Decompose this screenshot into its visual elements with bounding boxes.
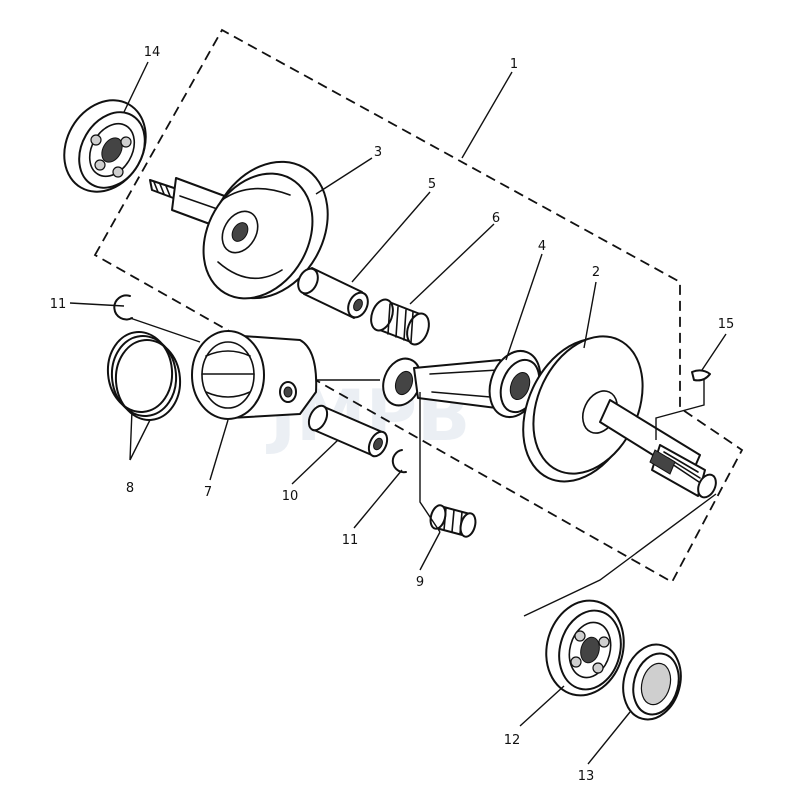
assembly-outline — [93, 28, 744, 584]
callout-15: 15 — [718, 317, 735, 332]
callout-7: 7 — [204, 485, 212, 500]
callout-2: 2 — [592, 265, 600, 280]
leader-lines — [69, 61, 727, 765]
piston-7 — [191, 330, 318, 420]
circlip-11-top — [113, 294, 133, 321]
callout-12: 12 — [504, 733, 521, 748]
needle-bearing-6 — [370, 298, 430, 346]
callout-4: 4 — [538, 239, 546, 254]
oil-seal-13 — [622, 643, 682, 721]
callouts: 1 2 3 4 5 6 7 8 9 10 11 11 12 13 14 15 — [50, 45, 735, 784]
woodruff-key-15 — [691, 369, 711, 382]
callout-8: 8 — [126, 481, 134, 496]
callout-5: 5 — [428, 177, 436, 192]
piston-pin-10 — [307, 404, 389, 458]
connecting-rod-4 — [382, 350, 542, 418]
callout-3: 3 — [374, 145, 382, 160]
piston-rings-8 — [106, 331, 182, 421]
callout-6: 6 — [492, 211, 500, 226]
bearing-12 — [545, 599, 625, 697]
circlip-11-bottom — [391, 449, 407, 474]
callout-10: 10 — [282, 489, 299, 504]
callout-1: 1 — [510, 57, 518, 72]
callout-11-bottom: 11 — [342, 533, 359, 548]
crank-half-3 — [149, 160, 329, 300]
callout-13: 13 — [578, 769, 595, 784]
small-end-bearing-9 — [429, 504, 477, 538]
crank-pin-5 — [297, 267, 369, 319]
callout-14: 14 — [144, 45, 161, 60]
bearing-14 — [63, 99, 147, 193]
callout-9: 9 — [416, 575, 424, 590]
callout-11-top: 11 — [50, 297, 67, 312]
crank-half-2 — [522, 335, 717, 499]
